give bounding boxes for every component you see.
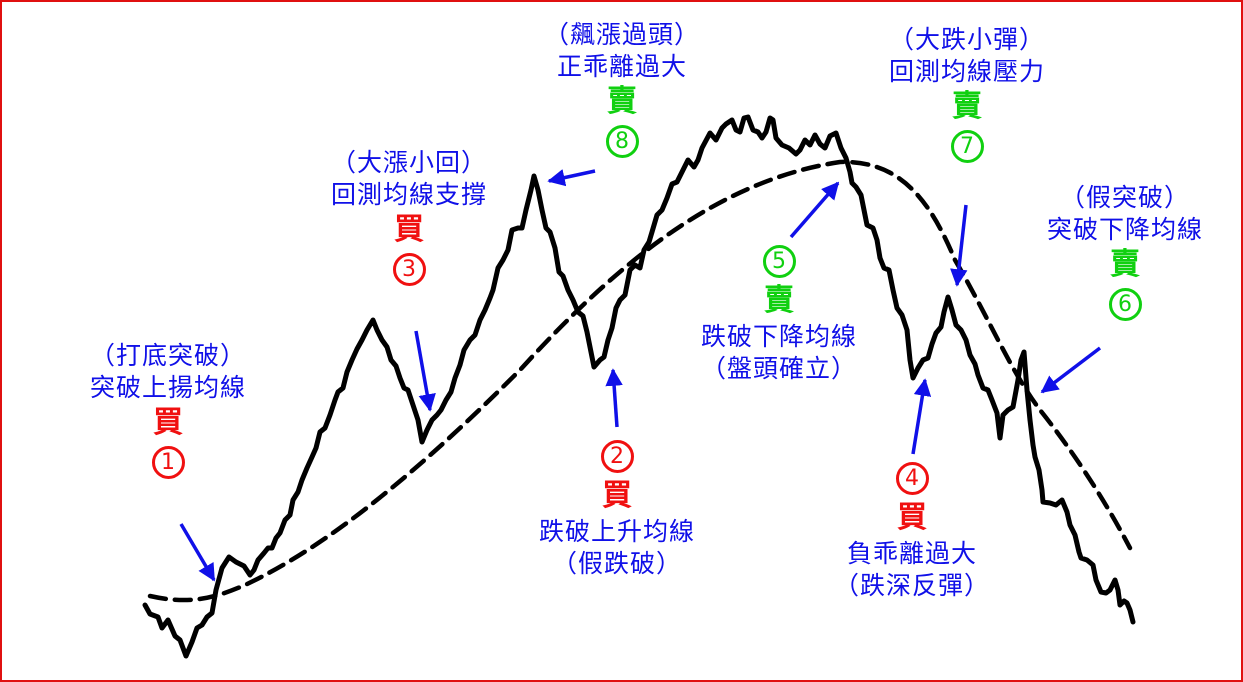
sell-signal: 賣 xyxy=(1109,247,1140,282)
arrow-2 xyxy=(605,368,623,428)
annotation-line2: 突破上揚均線 xyxy=(89,373,247,402)
annotation-sell-8: （飆漲過頭） 正乖離過大 賣 8 xyxy=(544,22,700,158)
sell-signal: 賣 xyxy=(951,89,982,124)
annotation-line1: 負乖離過大 xyxy=(846,539,978,568)
annotation-line1: （飆漲過頭） xyxy=(543,20,701,49)
arrow-4 xyxy=(911,378,932,455)
annotation-buy-3: （大漲小回） 回測均線支撐 買 3 xyxy=(331,150,487,286)
arrow-6 xyxy=(1040,346,1102,394)
circled-number-5: 5 xyxy=(762,245,796,278)
arrow-8 xyxy=(547,169,596,187)
arrow-7 xyxy=(950,204,968,287)
annotation-line2: 突破下降均線 xyxy=(1046,215,1204,244)
annotation-line1: （大跌小彈） xyxy=(888,25,1046,54)
annotation-line1: （假突破） xyxy=(1059,183,1191,212)
buy-signal: 買 xyxy=(896,500,927,535)
annotation-sell-6: （假突破） 突破下降均線 賣 6 xyxy=(1047,185,1203,321)
price-line xyxy=(142,114,1136,659)
annotation-sell-5: 5 賣 跌破下降均線 （盤頭確立） xyxy=(701,245,857,381)
circled-number-4: 4 xyxy=(895,462,929,495)
annotation-buy-2: 2 買 跌破上升均線 （假跌破） xyxy=(539,440,695,576)
annotation-line2: 正乖離過大 xyxy=(556,52,688,81)
circled-number-3: 3 xyxy=(392,253,426,286)
buy-signal: 買 xyxy=(601,478,632,513)
annotation-line1: （打底突破） xyxy=(89,341,247,370)
arrow-5 xyxy=(789,181,840,239)
annotation-line1: 跌破下降均線 xyxy=(700,322,858,351)
annotation-buy-4: 4 買 負乖離過大 （跌深反彈） xyxy=(834,462,990,598)
circled-number-2: 2 xyxy=(600,440,634,473)
sell-signal: 賣 xyxy=(606,84,637,119)
annotation-line2: （跌深反彈） xyxy=(833,571,991,600)
annotation-line2: 回測均線支撐 xyxy=(330,180,488,209)
annotation-line2: （盤頭確立） xyxy=(700,354,858,383)
sell-signal: 賣 xyxy=(763,283,794,318)
annotation-line1: （大漲小回） xyxy=(330,148,488,177)
annotation-buy-1: （打底突破） 突破上揚均線 買 1 xyxy=(90,343,246,479)
buy-signal: 買 xyxy=(152,405,183,440)
circled-number-6: 6 xyxy=(1108,288,1142,321)
annotation-sell-7: （大跌小彈） 回測均線壓力 賣 7 xyxy=(889,27,1045,163)
circled-number-8: 8 xyxy=(605,125,639,158)
annotation-line2: 回測均線壓力 xyxy=(888,57,1046,86)
moving-average-line xyxy=(147,159,1133,603)
annotation-line1: 跌破上升均線 xyxy=(538,517,696,546)
circled-number-1: 1 xyxy=(151,446,185,479)
buy-signal: 買 xyxy=(393,212,424,247)
arrow-1 xyxy=(179,523,216,582)
annotation-line2: （假跌破） xyxy=(551,549,683,578)
arrow-3 xyxy=(414,330,436,412)
circled-number-7: 7 xyxy=(950,130,984,163)
